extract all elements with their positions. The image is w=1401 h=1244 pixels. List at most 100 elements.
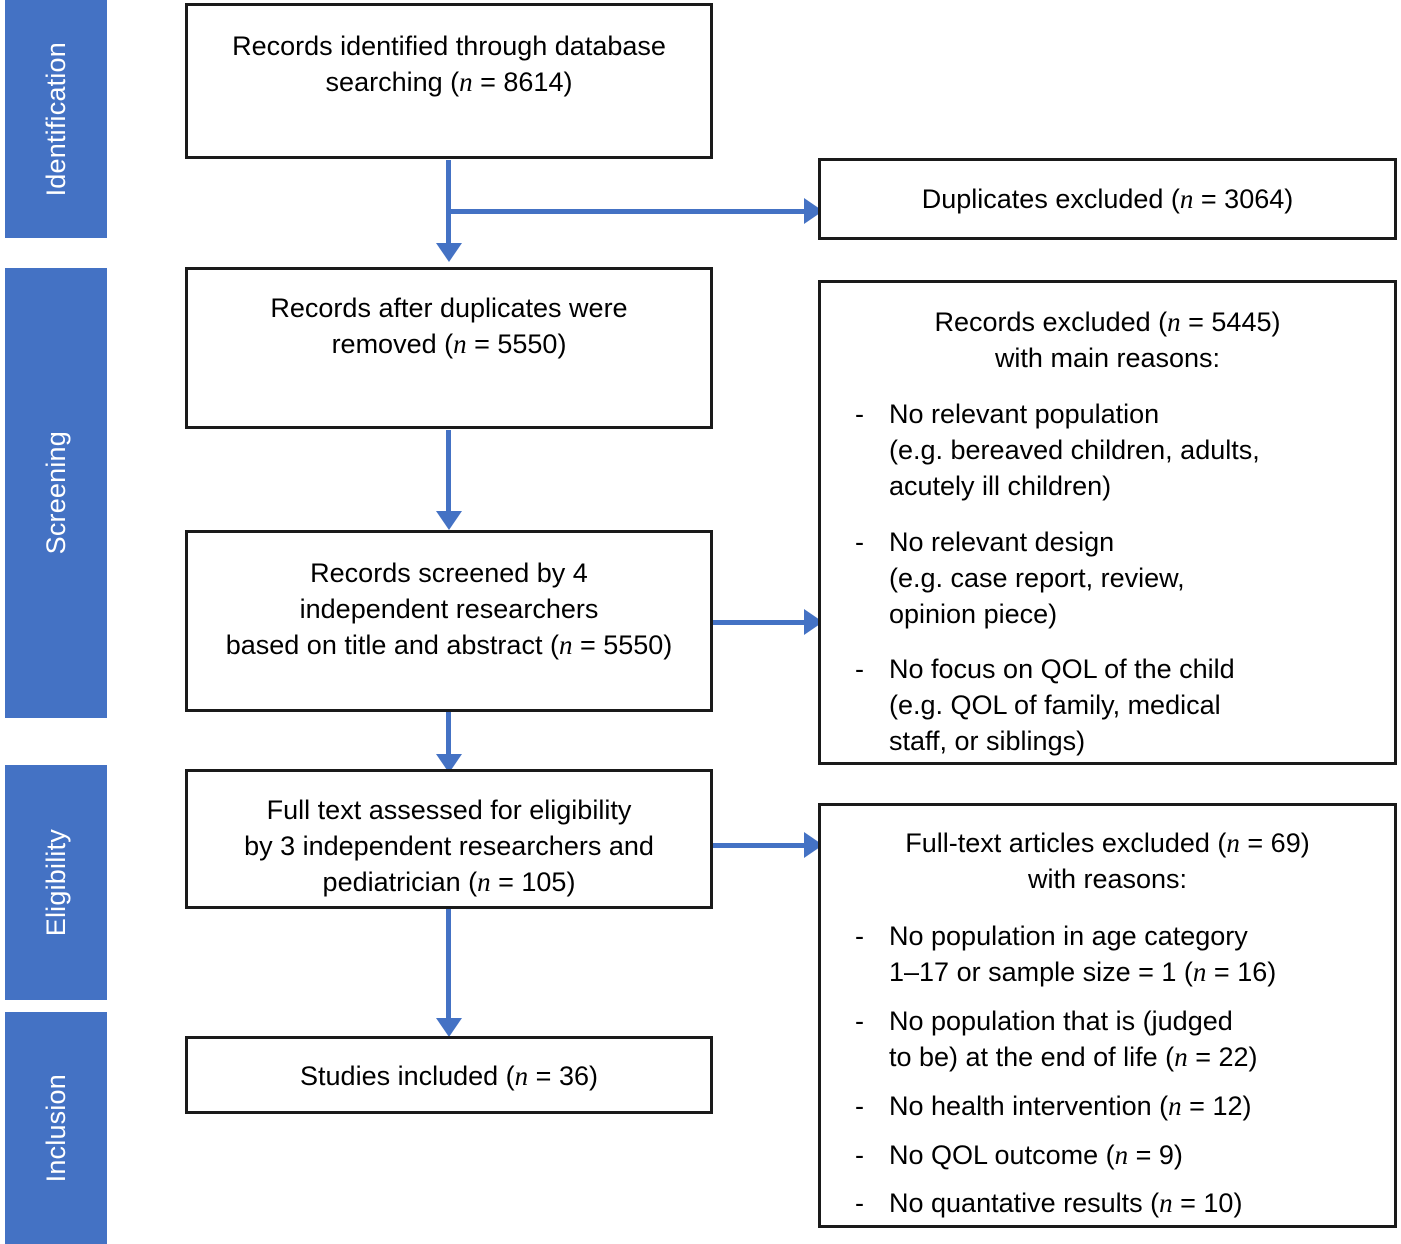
reason-item: - No health intervention (n = 12) [855,1089,1378,1125]
stage-bar-screening: Screening [5,268,107,718]
fulltext-assessed-line2: by 3 independent researchers and [244,831,654,862]
arrowhead-identified-to-afterduplicates [436,243,462,262]
reason-item: - No focus on QOL of the child (e.g. QOL… [855,652,1378,760]
reason-line: (e.g. QOL of family, medical [889,690,1221,721]
box-fulltext-assessed: Full text assessed for eligibility by 3 … [185,769,713,909]
records-excluded-header-line2: with main reasons: [994,343,1221,374]
stage-label-inclusion: Inclusion [40,1073,71,1183]
box-fulltext-excluded: Full-text articles excluded (n = 69) wit… [818,803,1397,1228]
screened-line1: Records screened by 4 [310,558,588,588]
box-fulltext-assessed-text: Full text assessed for eligibility by 3 … [188,792,710,901]
reason-line: No relevant design [889,526,1115,557]
box-records-excluded: Records excluded (n = 5445) with main re… [818,280,1397,765]
reason-line: No population in age category [889,921,1248,951]
arrowhead-fulltext-to-included [436,1018,462,1037]
reason-item: - No QOL outcome (n = 9) [855,1138,1378,1174]
fulltext-excluded-reason-list: - No population in age category 1–17 or … [855,919,1378,1222]
n-italic: n [453,329,467,360]
bullet-dash: - [855,526,864,557]
box-duplicates-excluded-text: Duplicates excluded (n = 3064) [821,181,1394,217]
box-records-after-duplicates-text: Records after duplicates were removed (n… [188,290,710,362]
stage-label-identification: Identification [40,41,71,197]
bullet-dash: - [855,1005,864,1036]
reason-line: opinion piece) [889,598,1058,629]
reason-text: No health intervention (n = 12) [889,1089,1378,1125]
after-duplicates-line1: Records after duplicates were [270,293,628,323]
connector-screened-to-records-excluded [713,620,812,625]
reason-line: acutely ill children) [889,470,1112,501]
reason-line: (e.g. case report, review, [889,562,1185,593]
n-italic: n [477,867,491,898]
duplicates-excluded-header: Duplicates excluded (n = 3064) [921,184,1294,214]
bullet-dash: - [855,1090,864,1121]
box-studies-included-text: Studies included (n = 36) [188,1058,710,1094]
arrowhead-afterduplicates-to-screened [436,511,462,530]
reason-line: No focus on QOL of the child [889,654,1235,685]
n-italic: n [1174,1041,1188,1072]
stage-bar-inclusion: Inclusion [5,1012,107,1244]
reason-text: No relevant design (e.g. case report, re… [889,525,1378,633]
n-italic: n [459,67,473,98]
connector-afterduplicates-to-screened [446,430,451,513]
box-records-after-duplicates: Records after duplicates were removed (n… [185,267,713,429]
stage-label-screening: Screening [40,431,71,555]
n-italic: n [1168,1090,1182,1121]
fulltext-excluded-header-line1: Full-text articles excluded (n = 69) [905,828,1310,858]
connector-identified-to-afterduplicates [446,160,451,245]
connector-fulltext-to-included [446,908,451,1020]
stage-bar-identification: Identification [5,0,107,238]
stage-bar-eligibility: Eligibility [5,765,107,1000]
n-italic: n [1167,307,1181,337]
connector-fulltext-to-fulltext-excluded [713,843,812,848]
reason-line: 1–17 or sample size = 1 (n = 16) [889,956,1277,987]
n-italic: n [1114,1139,1129,1170]
screened-line2: independent researchers [299,594,599,625]
reason-line: (e.g. bereaved children, adults, [889,434,1260,465]
reason-line: to be) at the end of life (n = 22) [889,1041,1258,1072]
n-italic: n [1179,184,1194,214]
studies-included-line1: Studies included (n = 36) [300,1061,598,1091]
reason-line: No QOL outcome (n = 9) [889,1139,1183,1170]
reason-line: No relevant population [889,399,1160,429]
arrowhead-screened-to-fulltext [436,754,462,773]
box-fulltext-excluded-header: Full-text articles excluded (n = 69) wit… [821,825,1394,897]
reason-text: No focus on QOL of the child (e.g. QOL o… [889,652,1378,760]
n-italic: n [1159,1188,1173,1219]
reason-text: No QOL outcome (n = 9) [889,1138,1378,1174]
box-records-screened-text: Records screened by 4 independent resear… [188,555,710,664]
n-italic: n [558,630,573,661]
box-records-screened: Records screened by 4 independent resear… [185,530,713,712]
n-italic: n [1226,828,1240,858]
n-italic: n [1192,956,1207,987]
box-records-identified: Records identified through database sear… [185,3,713,159]
reason-text: No population that is (judged to be) at … [889,1004,1378,1076]
reason-item: - No population in age category 1–17 or … [855,919,1378,991]
connector-branch-duplicates-excluded [446,209,812,214]
fulltext-assessed-line3: pediatrician (n = 105) [322,867,576,898]
reason-line: staff, or siblings) [889,726,1086,757]
stage-label-eligibility: Eligibility [40,828,71,937]
fulltext-assessed-line1: Full text assessed for eligibility [266,795,632,825]
box-duplicates-excluded: Duplicates excluded (n = 3064) [818,158,1397,240]
records-excluded-reason-list: - No relevant population (e.g. bereaved … [855,397,1378,760]
bullet-dash: - [855,921,864,951]
box-studies-included: Studies included (n = 36) [185,1036,713,1114]
reason-item: - No relevant design (e.g. case report, … [855,525,1378,633]
records-excluded-header-line1: Records excluded (n = 5445) [934,307,1281,337]
reason-line: No population that is (judged [889,1005,1233,1036]
reason-item: - No relevant population (e.g. bereaved … [855,397,1378,505]
fulltext-excluded-header-line2: with reasons: [1027,864,1188,895]
screened-line3: based on title and abstract (n = 5550) [225,630,673,661]
reason-item: - No population that is (judged to be) a… [855,1004,1378,1076]
reason-line: No health intervention (n = 12) [889,1090,1252,1121]
box-records-identified-text: Records identified through database sear… [188,28,710,100]
connector-screened-to-fulltext [446,712,451,760]
reason-line: No quantative results (n = 10) [889,1188,1243,1219]
bullet-dash: - [855,1139,864,1170]
after-duplicates-line2: removed (n = 5550) [331,329,567,360]
bullet-dash: - [855,399,864,429]
records-identified-line1: Records identified through database [232,31,666,61]
bullet-dash: - [855,654,864,685]
bullet-dash: - [855,1188,864,1219]
